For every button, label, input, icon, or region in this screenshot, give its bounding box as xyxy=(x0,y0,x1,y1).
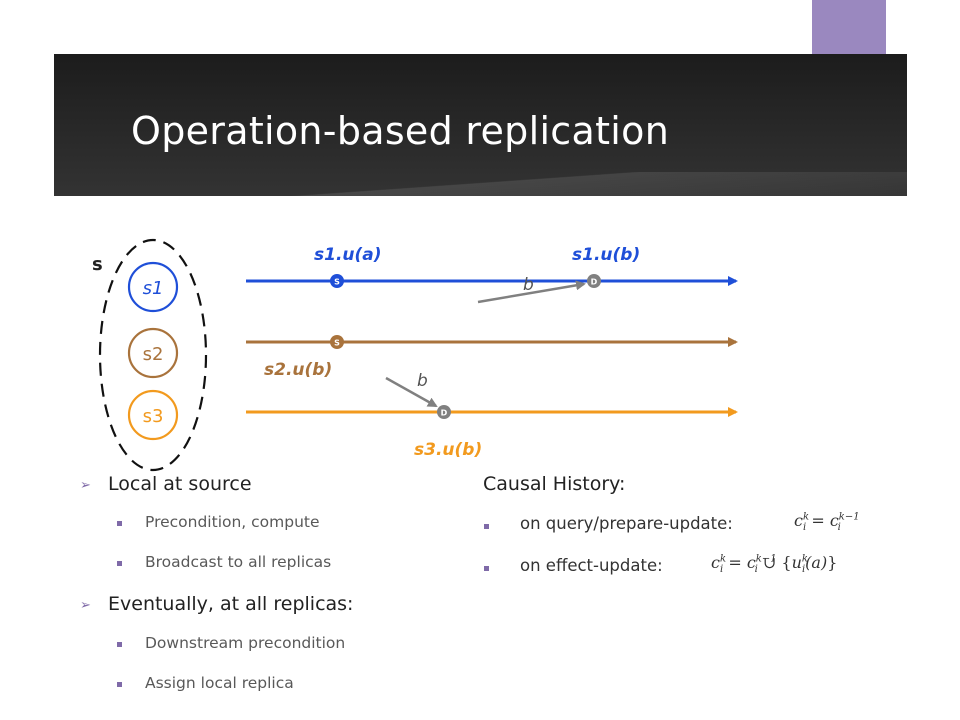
replica-s1-circle xyxy=(127,261,179,313)
op-label-s1-ua: s1.u(a) xyxy=(314,245,382,265)
square-bullet-icon xyxy=(484,566,489,571)
formula2-close-brace: } xyxy=(827,553,838,572)
formula2-lhs-sub: i xyxy=(720,564,724,576)
bullet-local-at-source: Local at source xyxy=(108,473,252,495)
sub-bullet-assign: Assign local replica xyxy=(145,674,294,692)
square-bullet-icon xyxy=(117,642,122,647)
formula2-open-brace: { xyxy=(781,553,792,572)
formula2-rhs-sub: i xyxy=(754,564,758,576)
square-bullet-icon xyxy=(117,682,122,687)
arrow-bullet-icon: ➢ xyxy=(80,478,91,493)
slide-title: Operation-based replication xyxy=(131,109,670,153)
formula2-union: ∪ xyxy=(762,553,777,572)
replica-group-ellipse xyxy=(98,238,208,472)
formula2-lhs: c xyxy=(711,553,720,572)
message-label-mid: b xyxy=(417,371,428,391)
item-effect-update: on effect-update: xyxy=(520,556,663,575)
downstream-marker-s3-label: D xyxy=(441,409,448,418)
formula2-rhs-sup: k−1 xyxy=(755,553,777,565)
formula2-rhs: c xyxy=(746,553,756,572)
formula-query-update: cki = ck−1i xyxy=(794,511,860,534)
bullet-eventually: Eventually, at all replicas: xyxy=(108,593,354,615)
formula1-rhs-sub: i xyxy=(837,522,841,534)
op-label-s1-ub: s1.u(b) xyxy=(572,245,640,265)
replica-s2-circle xyxy=(127,327,179,379)
formula1-rhs-sup: k−1 xyxy=(838,511,860,523)
square-bullet-icon xyxy=(484,524,489,529)
formula1-lhs-sub: i xyxy=(803,522,807,534)
message-label-top: b xyxy=(523,275,534,295)
op-label-s2-ub: s2.u(b) xyxy=(264,360,332,380)
source-marker-s2 xyxy=(330,335,344,349)
title-bar-shade xyxy=(54,172,907,196)
item-query-prepare-update: on query/prepare-update: xyxy=(520,514,733,533)
formula1-lhs: c xyxy=(794,511,803,530)
downstream-marker-s1 xyxy=(587,274,601,288)
formula2-arg: (a) xyxy=(805,553,828,572)
replica-s1-label: s1 xyxy=(143,278,164,299)
propagation-arrow-to-s3 xyxy=(385,376,438,408)
square-bullet-icon xyxy=(117,561,122,566)
op-label-s3-ub: s3.u(b) xyxy=(414,440,482,460)
formula1-rhs: c xyxy=(829,511,839,530)
source-marker-s1-label: S xyxy=(334,278,340,287)
square-bullet-icon xyxy=(117,521,122,526)
downstream-marker-s3 xyxy=(437,405,451,419)
title-bar: Operation-based replication xyxy=(54,54,907,196)
sub-bullet-broadcast: Broadcast to all replicas xyxy=(145,553,332,571)
group-label: s xyxy=(92,254,103,275)
downstream-marker-s1-label: D xyxy=(591,278,598,287)
formula2-u: u xyxy=(791,553,802,572)
replica-s3-circle xyxy=(127,389,179,441)
sub-bullet-precondition: Precondition, compute xyxy=(145,513,320,531)
causal-history-heading: Causal History: xyxy=(483,473,626,495)
source-marker-s1 xyxy=(330,274,344,288)
replica-s2-label: s2 xyxy=(143,344,164,365)
replica-s3-label: s3 xyxy=(143,406,164,427)
formula1-eq: = xyxy=(811,511,825,530)
sub-bullet-downstream: Downstream precondition xyxy=(145,634,346,652)
arrow-bullet-icon: ➢ xyxy=(80,598,91,613)
source-marker-s2-label: S xyxy=(334,339,340,348)
formula-effect-update: cki = ck−1i ∪ {uki(a)} xyxy=(711,553,837,575)
formula2-u-sup: k xyxy=(801,553,808,565)
formula2-eq: = xyxy=(728,553,742,572)
propagation-arrow-to-s1 xyxy=(477,280,586,304)
formula2-u-sub: i xyxy=(801,564,806,576)
